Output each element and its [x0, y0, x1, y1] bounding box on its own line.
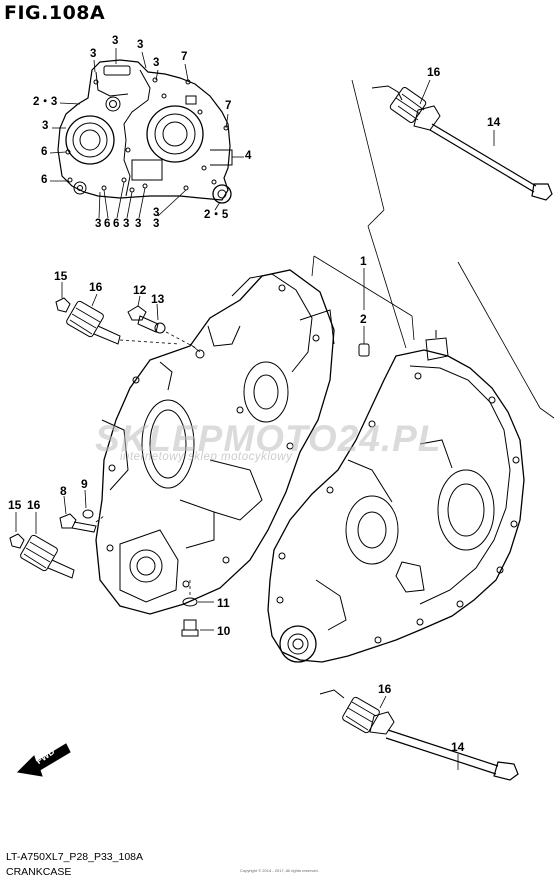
bolt-assembly-upper [371, 79, 553, 201]
dowel-pin [358, 343, 370, 357]
callout-label: 16 [378, 682, 392, 696]
inset-label: 6 [104, 218, 111, 230]
callout-label: 16 [427, 65, 441, 79]
inset-label: 2・3 [33, 96, 58, 108]
left-crankcase-half [95, 269, 335, 615]
inset-label: 4 [245, 150, 252, 162]
inset-label: 6 [113, 218, 120, 230]
figure-caption: CRANKCASE [6, 866, 72, 878]
inset-label: 3 [137, 39, 144, 51]
inset-label: 2・5 [204, 209, 229, 221]
inset-label: 6 [41, 174, 48, 186]
right-crankcase-half [267, 330, 525, 663]
callout-label: 1 [360, 254, 367, 268]
callout-label: 14 [451, 740, 465, 754]
copyright-note: Copyright © 2014 - 2017, All rights rese… [240, 868, 319, 873]
bolt-assembly-lower [319, 689, 519, 781]
inset-label: 6 [41, 146, 48, 158]
inset-label: 7 [181, 51, 188, 63]
reference-lines [311, 79, 555, 419]
inset-leaders [49, 48, 244, 219]
inset-crankcase-view [57, 59, 233, 204]
inset-label: 3 [112, 35, 119, 47]
callout-label: 16 [89, 280, 103, 294]
plug-assembly-left-upper [55, 282, 181, 345]
inset-label: 3 [153, 218, 160, 230]
model-code: LT-A750XL7_P28_P33_108A [6, 851, 144, 863]
washer-plug-10-11 [181, 580, 214, 637]
watermark: SKLEPMOTO24.PL [95, 418, 442, 459]
sensor-assembly [127, 295, 197, 349]
callout-label: 10 [217, 624, 231, 638]
callout-label: 15 [54, 269, 68, 283]
watermark-subtitle: internetowy sklep motocyklowy [120, 451, 293, 463]
callout-leaders [189, 343, 201, 353]
inset-label: 3 [153, 207, 160, 219]
inset-label: 3 [42, 120, 49, 132]
inset-label: 3 [90, 48, 97, 60]
inset-label: 3 [153, 57, 160, 69]
fwd-arrow [16, 743, 71, 777]
callout-label: 13 [151, 292, 165, 306]
callout-label: 11 [217, 596, 230, 610]
figure-title: FIG.108A [4, 2, 106, 24]
inset-label: 3 [123, 218, 130, 230]
bolt-washer-8-9 [59, 489, 105, 533]
inset-label: 3 [95, 218, 102, 230]
inset-label: 7 [225, 100, 232, 112]
callout-label: 2 [360, 312, 367, 326]
callout-label: 12 [133, 283, 147, 297]
plug-assembly-left-lower [9, 512, 75, 579]
inset-label: 3 [135, 218, 142, 230]
callout-label: 15 [8, 498, 22, 512]
callout-label: 16 [27, 498, 41, 512]
callout-label: 14 [487, 115, 501, 129]
callout-label: 9 [81, 477, 88, 491]
callout-label: 8 [60, 484, 67, 498]
